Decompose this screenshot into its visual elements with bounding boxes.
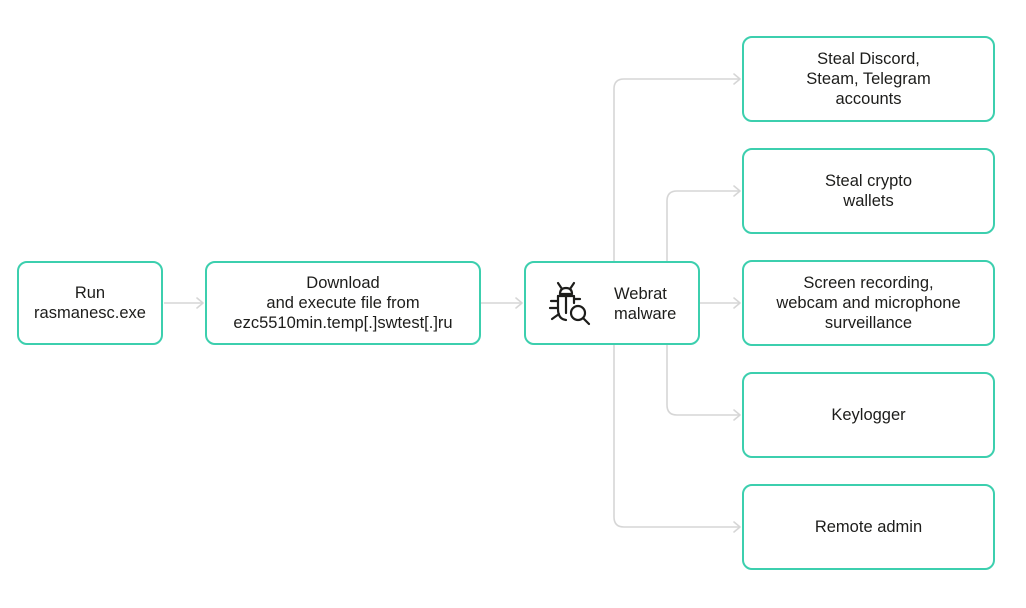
edge-webrat-to-steal-accounts [613, 73, 741, 262]
edge-webrat-to-surveillance [699, 297, 741, 309]
edge-webrat-to-remote-admin [613, 345, 741, 533]
edge-webrat-to-steal-crypto [666, 185, 741, 262]
node-surveillance: Screen recording, webcam and microphone … [742, 260, 995, 346]
node-label: Screen recording, webcam and microphone … [776, 274, 961, 332]
edge-webrat-to-keylogger [666, 345, 741, 421]
node-label: Run rasmanesc.exe [34, 284, 146, 322]
node-label: Webrat malware [614, 285, 677, 323]
node-label: Keylogger [831, 406, 906, 424]
node-steal-accounts: Steal Discord, Steam, Telegram accounts [742, 36, 995, 122]
node-download-execute: Download and execute file from ezc5510mi… [205, 261, 481, 345]
edge-download-to-webrat [481, 297, 523, 309]
edge-run-to-download [164, 297, 204, 309]
node-label: Steal Discord, Steam, Telegram accounts [806, 50, 931, 108]
node-keylogger: Keylogger [742, 372, 995, 458]
node-label: Remote admin [814, 518, 923, 536]
bug-search-icon [548, 281, 591, 326]
node-label: Download and execute file from ezc5510mi… [233, 274, 453, 332]
node-webrat-malware: Webrat malware [524, 261, 700, 345]
node-remote-admin: Remote admin [742, 484, 995, 570]
node-label: Steal crypto wallets [824, 172, 913, 210]
node-run-rasmanesc: Run rasmanesc.exe [17, 261, 163, 345]
node-steal-crypto: Steal crypto wallets [742, 148, 995, 234]
